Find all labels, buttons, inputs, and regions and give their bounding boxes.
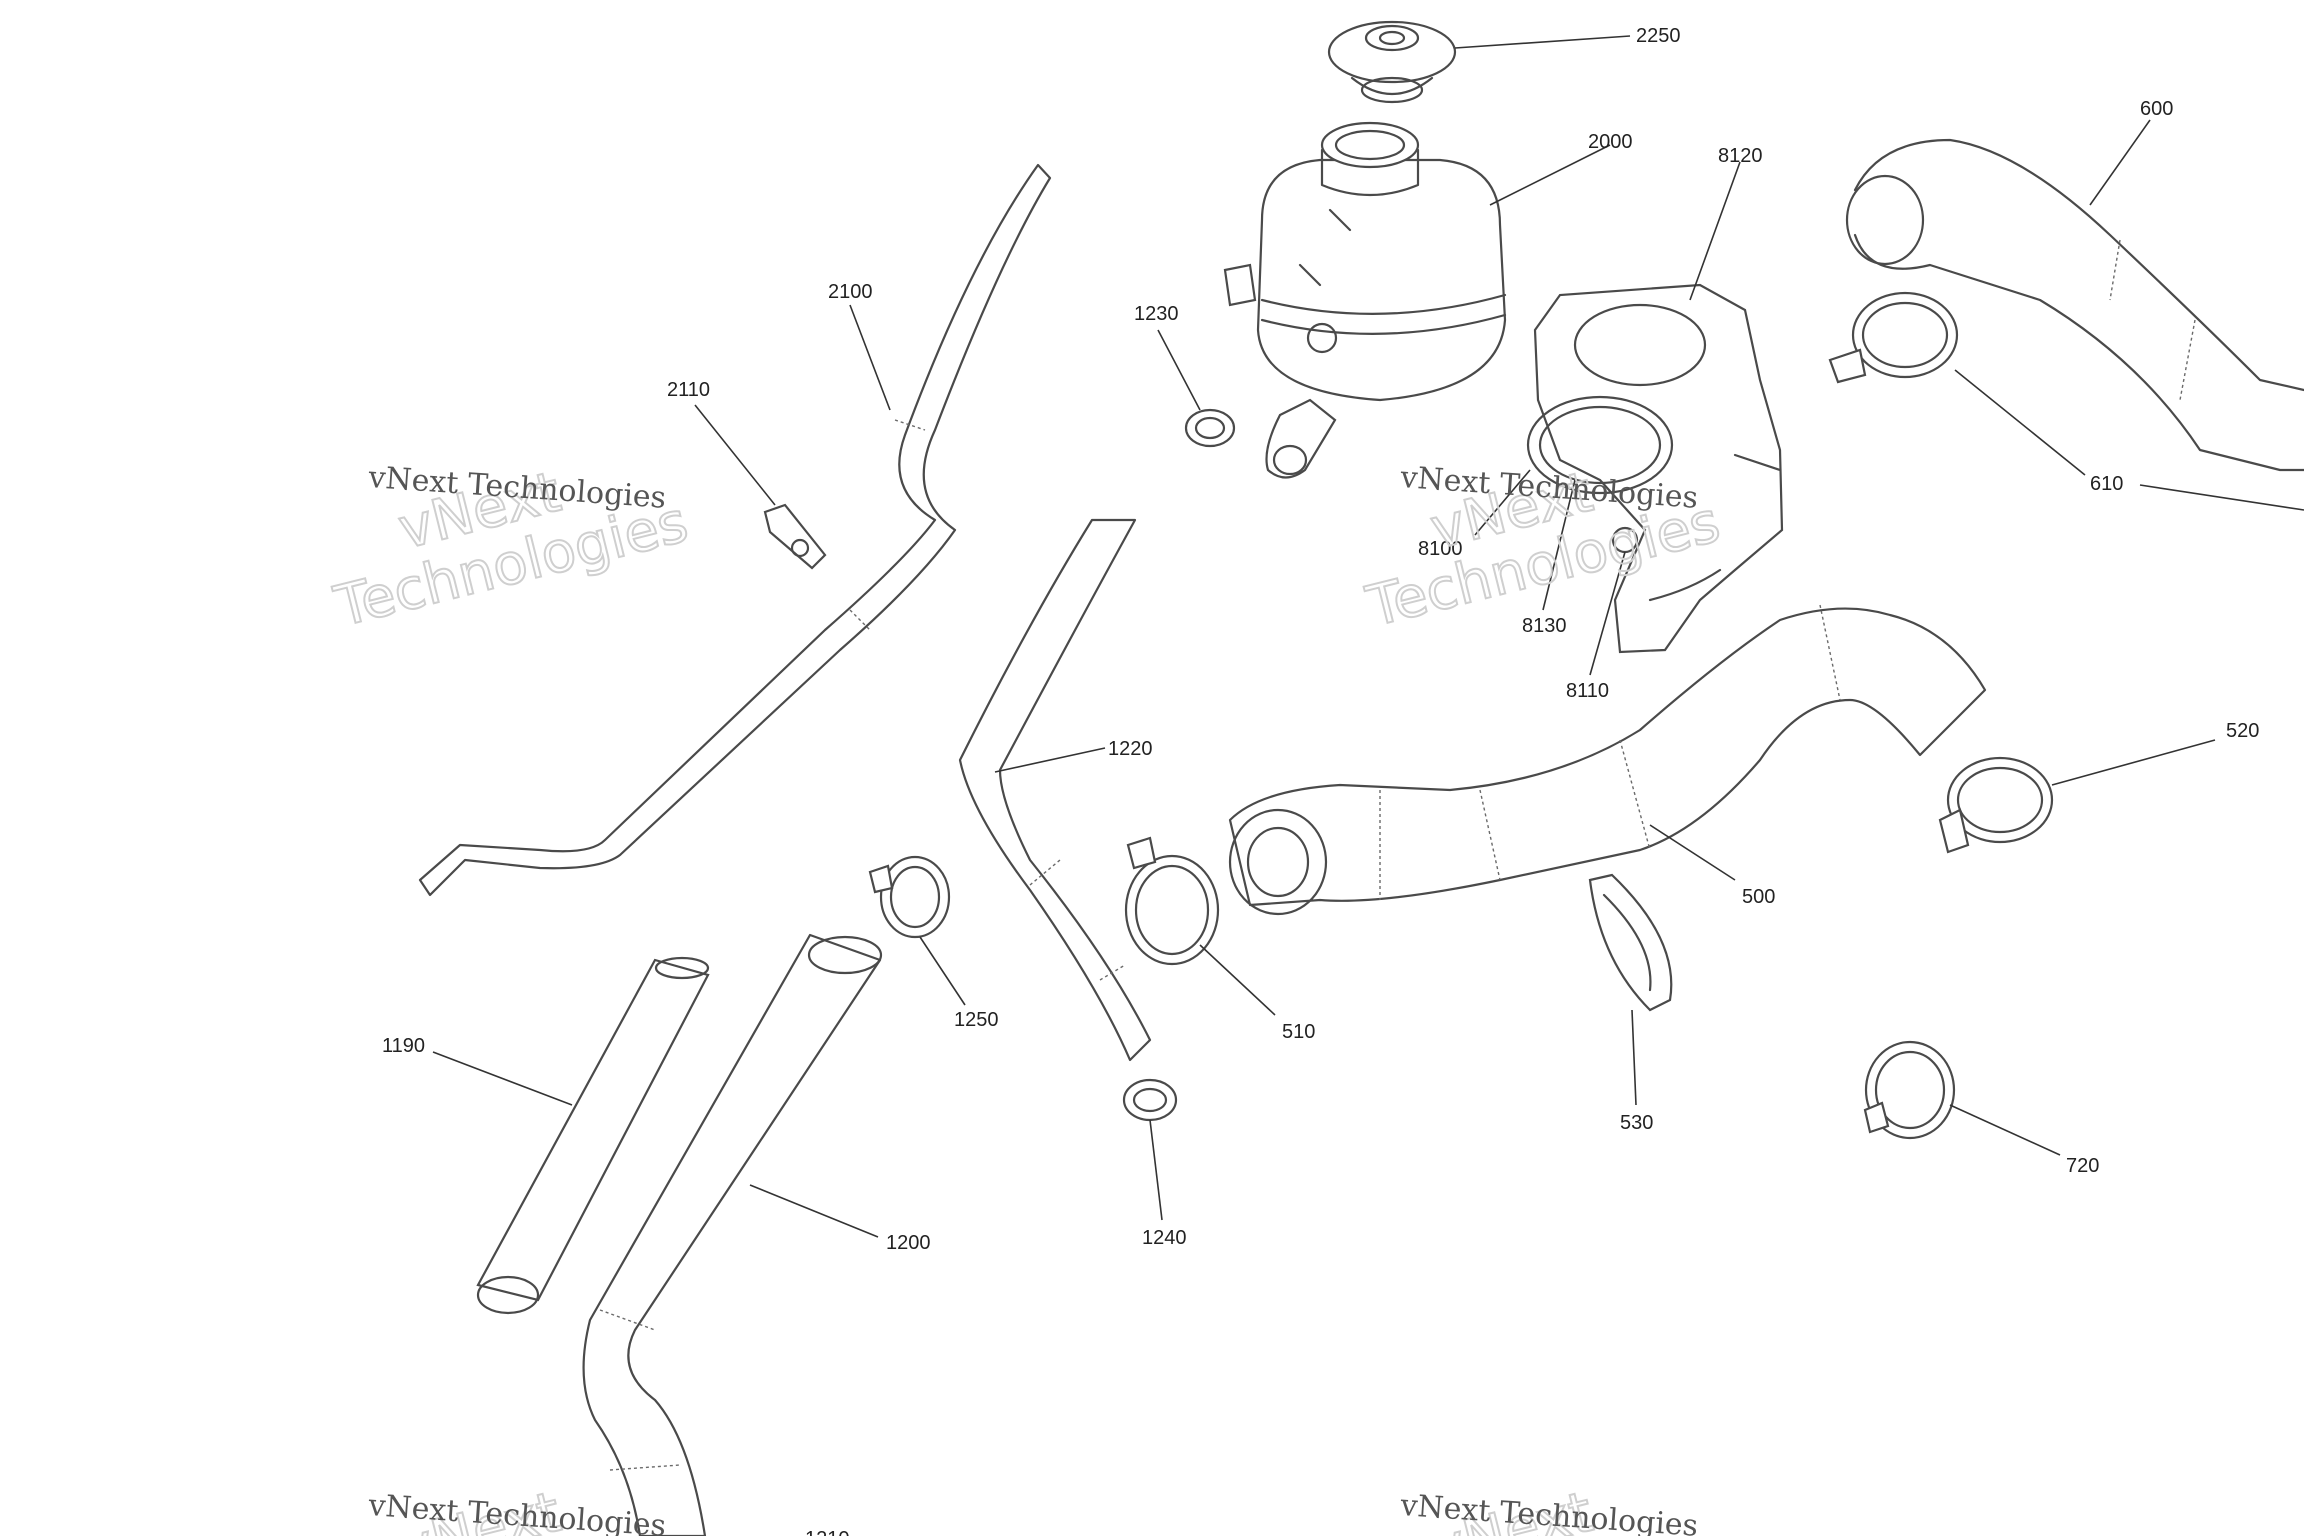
callout-2250: 2250	[1636, 25, 1681, 47]
callout-530: 530	[1620, 1112, 1653, 1134]
part-1220-hose	[958, 518, 1152, 1062]
leader-lines	[432, 35, 2304, 1238]
part-2110-fitting	[763, 503, 827, 570]
part-1200-hose	[582, 933, 883, 1536]
part-8100-gasket	[1526, 395, 1674, 495]
callout-1230: 1230	[1134, 303, 1179, 325]
callout-8100: 8100	[1418, 538, 1463, 560]
watermark-top-left: vNext Technologies vNext Technologies	[327, 459, 695, 641]
part-610-clamp	[1828, 291, 1959, 384]
callout-1250: 1250	[954, 1009, 999, 1031]
callout-500: 500	[1742, 886, 1775, 908]
part-500-hose	[1228, 604, 1987, 916]
callout-520: 520	[2226, 720, 2259, 742]
part-8120-bracket	[1533, 283, 1784, 654]
part-1230-clamp	[1184, 408, 1236, 448]
watermark-bottom-left: vNext vNext Technologies	[366, 1479, 667, 1536]
callout-1190: 1190	[382, 1035, 425, 1057]
callout-8120: 8120	[1718, 145, 1763, 167]
callout-1220: 1220	[1108, 738, 1153, 760]
callout-2000: 2000	[1588, 131, 1633, 153]
part-1190-tube	[476, 956, 710, 1315]
part-2100-tube	[418, 163, 1052, 897]
part-2000-expansion-tank	[1223, 121, 1507, 479]
callout-8130: 8130	[1522, 615, 1567, 637]
callout-labels: 2250 2000 8120 600 2100 2110 1230 8100 8…	[382, 25, 2259, 1536]
callout-600: 600	[2140, 98, 2173, 120]
watermark-bottom-right: vNext vNext Technologies	[1398, 1479, 1699, 1536]
callout-610: 610	[2090, 473, 2123, 495]
part-1250-clamp	[868, 855, 951, 939]
callout-1200: 1200	[886, 1232, 931, 1254]
callout-2100: 2100	[828, 281, 873, 303]
callout-1240: 1240	[1142, 1227, 1187, 1249]
part-520-clamp	[1938, 756, 2054, 854]
callout-510: 510	[1282, 1021, 1315, 1043]
part-530-gasket	[1588, 873, 1673, 1012]
callout-1210: 1210	[805, 1528, 850, 1536]
part-2250-cap	[1327, 20, 1457, 104]
callout-8110: 8110	[1566, 680, 1609, 702]
part-1240-clamp	[1122, 1078, 1178, 1122]
callout-2110: 2110	[667, 379, 710, 401]
part-720-clamp	[1863, 1040, 1956, 1140]
part-600-hose	[1845, 138, 2304, 472]
part-510-clamp	[1124, 836, 1220, 966]
callout-720: 720	[2066, 1155, 2099, 1177]
